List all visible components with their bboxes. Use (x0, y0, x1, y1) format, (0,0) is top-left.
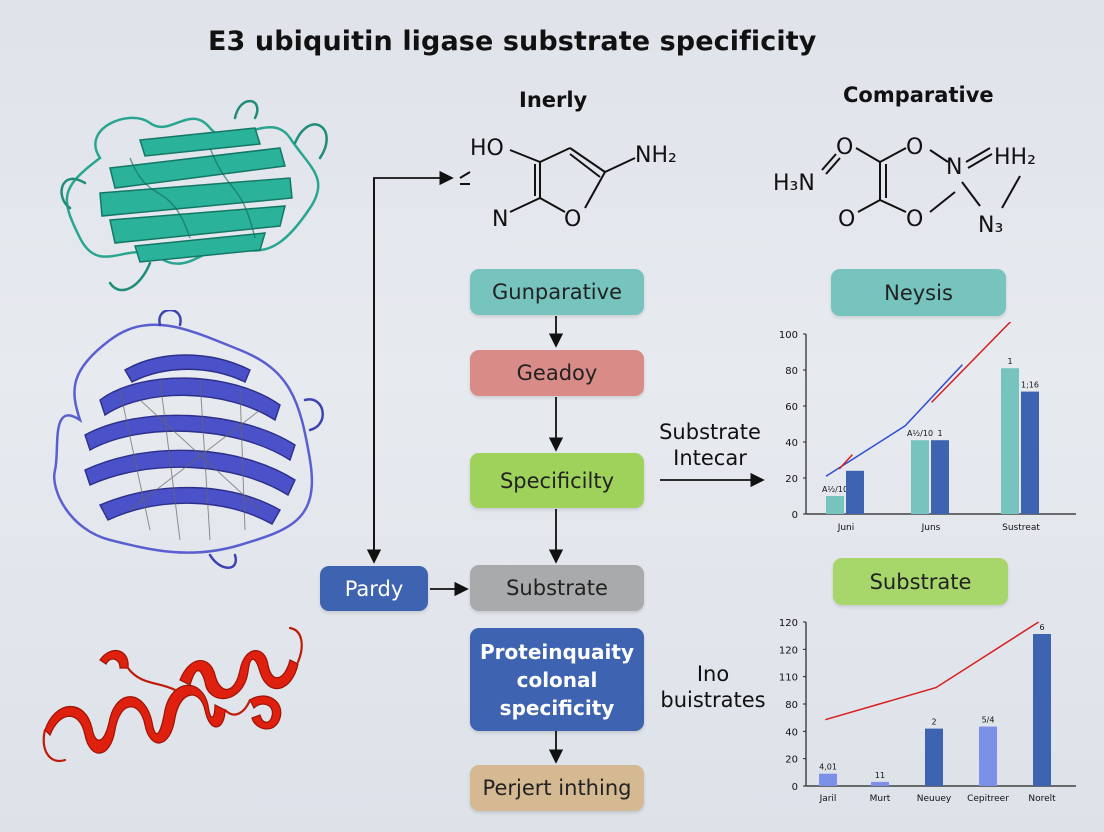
chart-lower-category-label: Jaril (819, 794, 837, 804)
chart-upper-bar (911, 440, 929, 514)
chart-upper-bar-label: A½/10 (907, 429, 933, 438)
chart-upper-y-tick-label: 80 (785, 366, 798, 377)
right-box-neysis: Neysis (831, 269, 1006, 316)
side-label-upper: Substrate Intecar (654, 419, 766, 471)
molecule-left-n: N (492, 207, 508, 232)
heading-left: Inerly (519, 88, 588, 112)
molecule-left-nh2: NH₂ (635, 143, 677, 168)
side-label-lower-line2: buistrates (660, 688, 766, 712)
flow-box-geadoy: Geadoy (470, 350, 644, 396)
heading-right: Comparative (843, 83, 994, 107)
chart-lower-bar (979, 726, 997, 786)
chart-upper-category-label: Juni (837, 523, 855, 533)
flow-box-substrate: Substrate (470, 565, 644, 611)
molecule-left-diagram: HO NH₂ N O (459, 136, 677, 232)
chart-upper-bar (826, 496, 844, 514)
chart-lower-y-tick-label: 120 (779, 645, 798, 656)
chart-lower-category-label: Norelt (1028, 794, 1056, 804)
chart-upper-y-tick-label: 20 (785, 474, 798, 485)
page-title: E3 ubiquitin ligase substrate specificit… (208, 26, 817, 57)
flow-box5-line3: specificity (499, 695, 615, 720)
chart-upper-bar (1001, 368, 1019, 514)
chart-lower-y-tick-label: 40 (785, 727, 798, 738)
chart-lower-bar-label: 6 (1039, 623, 1044, 632)
chart-lower-y-tick-label: 20 (785, 755, 798, 766)
chart-upper-line (838, 454, 853, 470)
molecule-right-hh2: HH₂ (994, 145, 1036, 170)
chart-upper-bar-label: 1 (1007, 357, 1012, 366)
protein-red-helix-icon (42, 626, 303, 763)
chart-lower-y-tick-label: 80 (785, 700, 798, 711)
molecule-right-o3: O (838, 207, 855, 232)
side-label-upper-line1: Substrate (659, 420, 761, 444)
chart-upper-category-label: Juns (921, 523, 941, 533)
chart-lower-line (825, 621, 1040, 721)
chart-upper-y-tick-label: 40 (785, 438, 798, 449)
chart-upper-bar-label: 1;16 (1021, 381, 1039, 390)
side-label-lower-line1: Ino (696, 662, 730, 686)
side-box-pardy: Pardy (320, 566, 428, 611)
chart-lower-bar-label: 11 (875, 771, 885, 780)
molecule-right-o2: O (906, 135, 923, 160)
chart-upper-line (931, 322, 1012, 403)
chart-upper-bar-label: 1 (937, 429, 942, 438)
chart-lower-bar-label: 4,01 (819, 763, 837, 772)
chart-lower-bar (871, 781, 889, 786)
flow-box-specificity: Specificilty (470, 453, 644, 508)
chart-upper-y-tick-label: 60 (785, 402, 798, 413)
flow-box-gunparative: Gunparative (470, 269, 644, 315)
chart-upper-category-label: Sustreat (1002, 523, 1040, 533)
chart-lower-category-label: Murt (870, 794, 891, 804)
chart-lower-y-tick-label: 110 (779, 673, 798, 684)
chart-lower-bar (1033, 634, 1051, 786)
side-label-lower: Ino buistrates (652, 661, 774, 713)
chart-lower-category-label: Neuuey (917, 794, 952, 804)
chart-upper-bar (931, 440, 949, 514)
chart-upper-bar (1021, 391, 1039, 514)
side-label-upper-line2: Intecar (673, 446, 747, 470)
arrow-pardy-to-molecule (373, 170, 454, 560)
chart-upper-y-tick-label: 0 (792, 510, 798, 521)
chart-lower-y-tick-label: 120 (779, 618, 798, 629)
molecule-right-h3n: H₃N (773, 171, 815, 196)
molecule-right-o4: O (906, 207, 923, 232)
flow-box-perjert: Perjert inthing (470, 765, 644, 811)
right-box-substrate: Substrate (833, 558, 1008, 605)
chart-upper-y-tick-label: 100 (779, 330, 798, 341)
flow-box-proteinquaity: Proteinquaity colonal specificity (470, 628, 644, 731)
molecule-right-o1: O (836, 135, 853, 160)
molecule-right-n1: N (946, 155, 962, 180)
molecule-left-ho: HO (470, 136, 504, 161)
chart-lower-bar (925, 728, 943, 786)
chart-lower-bar-label: 2 (931, 718, 936, 727)
chart-upper-bar (846, 470, 864, 514)
protein-blue-beta-barrel-icon (53, 310, 324, 569)
chart-lower-y-tick-label: 0 (792, 782, 798, 793)
flow-box5-line1: Proteinquaity (480, 639, 634, 664)
molecule-right-n3: N₃ (978, 213, 1003, 238)
chart-lower-category-label: Cepitreer (967, 794, 1009, 804)
molecule-right-diagram: H₃N O O N HH₂ O O N₃ (773, 135, 1036, 238)
chart-upper-bar-label: A½/10 (822, 485, 848, 494)
chart-upper-line (825, 364, 963, 477)
chart-lower-bar-label: 5/4 (982, 716, 995, 725)
flow-box5-line2: colonal (516, 667, 598, 692)
protein-teal-beta-icon (60, 99, 328, 292)
molecule-left-o: O (564, 207, 581, 232)
chart-lower-bar (819, 773, 837, 786)
